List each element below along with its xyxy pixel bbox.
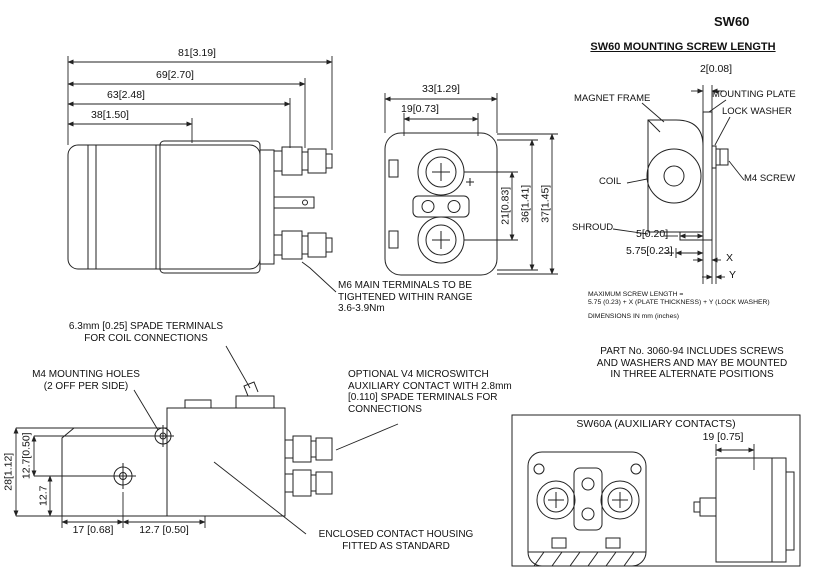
bottom-view-drawing [61,381,333,517]
note-m4-line2: (2 OFF PER SIDE) [43,380,129,392]
dim-63: 63[2.48] [107,89,145,101]
label-m4-screw: M4 SCREW [744,173,796,184]
label-shroud: SHROUD [572,222,614,233]
screw-detail-leaders [612,99,745,235]
screw-detail-dimensions [664,85,725,284]
dim-81: 81[3.19] [178,47,216,59]
dim-19: 19[0.73] [401,103,439,115]
dim-12-7-c: 12.7 [0.50] [139,524,189,536]
dim-17: 17 [0.68] [72,524,114,536]
note-max-screw-length-line2: 5.75 (0.23) + X (PLATE THICKNESS) + Y (L… [588,299,770,306]
dim-12-7-a: 12.7[0.50] [20,432,33,480]
side-view-dimensions [67,56,333,150]
note-max-screw-length-line1: MAXIMUM SCREW LENGTH = [588,291,684,298]
sheet-title: SW60 [714,14,750,29]
label-coil: COIL [599,176,622,187]
note-spade-line2: FOR COIL CONNECTIONS [84,332,208,344]
note-max-screw-length: MAXIMUM SCREW LENGTH = 5.75 (0.23) + X (… [588,291,770,307]
note-m6-line1: M6 MAIN TERMINALS TO BE [338,280,472,291]
note-part-line2: AND WASHERS AND MAY BE MOUNTED [596,357,788,369]
dim-69: 69[2.70] [156,69,194,81]
dim-12-7-b: 12.7 [37,485,50,506]
note-enclosed-line2: FITTED AS STANDARD [342,540,450,552]
note-part-line1: PART No. 3060-94 INCLUDES SCREWS [600,346,784,357]
top-view-dimensions [384,93,558,275]
dim-5-75: 5.75[0.23] [626,245,673,257]
dim-21: 21[0.83] [499,186,512,225]
note-m6-line3: 3.6-3.9Nm [338,303,385,314]
note-leaders [133,261,399,535]
dim-37: 37[1.45] [539,184,552,223]
label-magnet-frame: MAGNET FRAME [574,93,651,104]
top-view-drawing [384,132,498,276]
dim-33: 33[1.29] [422,83,460,95]
note-part-line3: IN THREE ALTERNATE POSITIONS [610,369,774,380]
sw60a-title: SW60A (AUXILIARY CONTACTS) [576,418,736,430]
dim-y: Y [729,269,737,281]
dim-x: X [726,252,734,264]
note-v4-line4: CONNECTIONS [348,403,422,415]
label-lock-washer: LOCK WASHER [722,106,792,117]
note-m6-terminals: M6 MAIN TERMINALS TO BE TIGHTENED WITHIN… [338,280,472,315]
label-mounting-plate: MOUNTING PLATE [712,89,796,100]
note-dimensions-units: DIMENSIONS IN mm (inches) [588,313,680,320]
note-enclosed-line1: ENCLOSED CONTACT HOUSING [318,529,474,540]
note-enclosed-housing: ENCLOSED CONTACT HOUSING FITTED AS STAND… [306,529,486,552]
note-v4-microswitch: OPTIONAL V4 MICROSWITCH AUXILIARY CONTAC… [348,369,512,415]
note-spade-terminals: 6.3mm [0.25] SPADE TERMINALS FOR COIL CO… [48,321,244,344]
note-part-number: PART No. 3060-94 INCLUDES SCREWS AND WAS… [578,346,806,381]
sw60a-side-view [693,444,795,563]
screw-detail-drawing [646,111,729,241]
sw60a-box [511,414,801,567]
side-view-drawing [67,140,333,274]
dim-2: 2[0.08] [699,63,733,75]
bottom-view-dimensions [13,427,206,528]
section-heading-mounting-screw-length: SW60 MOUNTING SCREW LENGTH [590,41,776,53]
dim-28: 28[1.12] [2,452,15,491]
note-spade-line1: 6.3mm [0.25] SPADE TERMINALS [68,321,224,332]
note-m6-line2: TIGHTENED WITHIN RANGE [338,291,473,303]
dim-5: 5[0.20] [636,228,669,240]
sw60a-front-view [527,451,647,567]
note-m4-line1: M4 MOUNTING HOLES [32,369,140,380]
dim-36: 36[1.41] [519,184,532,223]
note-v4-line3: [0.110] SPADE TERMINALS FOR [348,392,498,403]
note-m4-mounting-holes: M4 MOUNTING HOLES (2 OFF PER SIDE) [18,369,154,392]
note-v4-line1: OPTIONAL V4 MICROSWITCH [348,369,489,380]
note-v4-line2: AUXILIARY CONTACT WITH 2.8mm [348,380,512,392]
sw60a-dim-19: 19 [0.75] [702,431,744,443]
dim-38: 38[1.50] [91,109,129,121]
